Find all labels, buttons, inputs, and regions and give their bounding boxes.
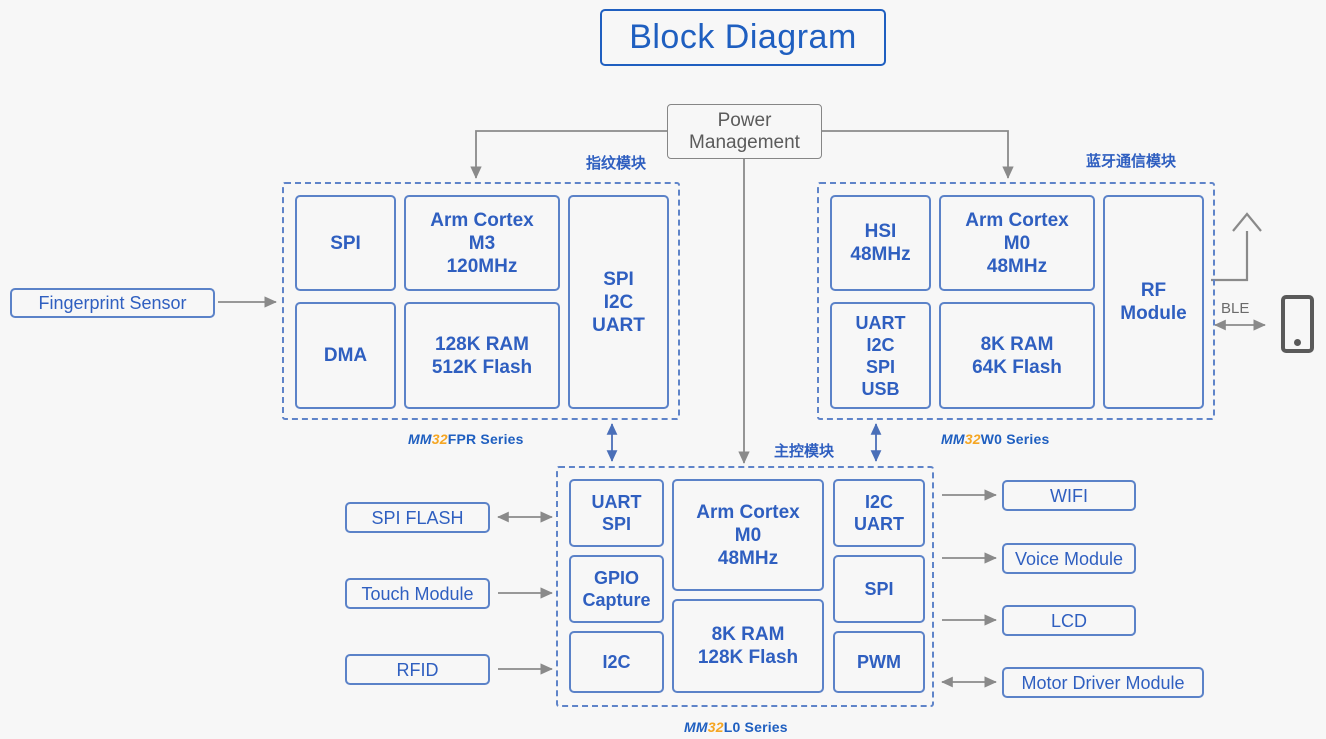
peripheral-label: Touch Module xyxy=(361,583,474,604)
peripheral-label: Fingerprint Sensor xyxy=(38,293,187,313)
peripheral-touch-module[interactable]: Touch Module xyxy=(345,578,490,609)
module-label-fingerprint: 指纹模块 xyxy=(586,155,647,172)
block-line-1: UART xyxy=(855,312,906,333)
block-line-3: SPI xyxy=(865,356,895,377)
block-line-2: 48MHz xyxy=(850,244,911,265)
block-bluetooth-memory[interactable]: 8K RAM 64K Flash xyxy=(939,302,1095,409)
block-line-1: Arm Cortex xyxy=(696,501,800,523)
power-management-line1: Power xyxy=(717,109,772,131)
block-line-1: Arm Cortex xyxy=(430,209,534,231)
module-main: UART SPI GPIO Capture I2C Arm Cortex M0 … xyxy=(556,466,934,707)
block-line-1: 8K RAM xyxy=(980,333,1054,355)
block-line-1: RF xyxy=(1140,280,1167,301)
smartphone-icon xyxy=(1281,295,1314,353)
block-line-1: 8K RAM xyxy=(711,624,785,645)
series-rest: L0 Series xyxy=(723,719,788,735)
series-rest: FPR Series xyxy=(447,431,524,447)
peripheral-voice-module[interactable]: Voice Module xyxy=(1002,543,1136,574)
series-mm: MM xyxy=(941,431,965,447)
peripheral-spi-flash[interactable]: SPI FLASH xyxy=(345,502,490,533)
block-main-i2c[interactable]: I2C xyxy=(569,631,664,693)
block-main-gpio-capture[interactable]: GPIO Capture xyxy=(569,555,664,623)
block-line-2: I2C xyxy=(866,334,895,355)
series-label-bluetooth: MM32W0 Series xyxy=(941,431,1049,447)
block-line-1: 128K RAM xyxy=(435,333,529,355)
block-line-2: UART xyxy=(854,514,904,534)
block-line-1: HSI xyxy=(864,221,897,242)
peripheral-label: Voice Module xyxy=(1014,548,1124,569)
series-num: 32 xyxy=(964,431,981,447)
block-bluetooth-cpu[interactable]: Arm Cortex M0 48MHz xyxy=(939,195,1095,291)
block-label: DMA xyxy=(323,345,368,366)
block-line-1: SPI xyxy=(603,268,634,290)
block-line-2: M3 xyxy=(468,232,496,254)
module-fingerprint: SPI Arm Cortex M3 120MHz SPI I2C UART DM… xyxy=(282,182,680,420)
block-main-i2c-uart[interactable]: I2C UART xyxy=(833,479,925,547)
block-line-3: UART xyxy=(592,314,645,336)
block-main-spi[interactable]: SPI xyxy=(833,555,925,623)
module-bluetooth: HSI 48MHz Arm Cortex M0 48MHz RF Module … xyxy=(817,182,1215,420)
series-num: 32 xyxy=(707,719,724,735)
series-label-fingerprint: MM32FPR Series xyxy=(408,431,524,447)
power-management-line2: Management xyxy=(689,131,800,153)
block-fingerprint-spi[interactable]: SPI xyxy=(295,195,396,291)
block-label: I2C xyxy=(602,652,631,672)
module-label-bluetooth: 蓝牙通信模块 xyxy=(1086,153,1177,170)
peripheral-rfid[interactable]: RFID xyxy=(345,654,490,685)
peripheral-label: Motor Driver Module xyxy=(1021,672,1185,693)
peripheral-label: WIFI xyxy=(1050,485,1088,506)
block-line-2: M0 xyxy=(734,524,762,546)
block-line-3: 120MHz xyxy=(446,255,518,277)
block-line-1: UART xyxy=(591,492,642,512)
block-bluetooth-io[interactable]: UART I2C SPI USB xyxy=(830,302,931,409)
peripheral-motor-driver-module[interactable]: Motor Driver Module xyxy=(1002,667,1204,698)
page-title: Block Diagram xyxy=(600,9,886,66)
block-label: PWM xyxy=(857,652,901,672)
block-line-2: M0 xyxy=(1003,232,1031,254)
block-line-3: 48MHz xyxy=(717,547,779,569)
peripheral-label: RFID xyxy=(396,659,439,680)
block-fingerprint-memory[interactable]: 128K RAM 512K Flash xyxy=(404,302,560,409)
block-main-uart-spi[interactable]: UART SPI xyxy=(569,479,664,547)
block-line-2: 128K Flash xyxy=(697,647,799,668)
peripheral-wifi[interactable]: WIFI xyxy=(1002,480,1136,511)
block-line-2: Capture xyxy=(582,590,651,610)
series-label-main: MM32L0 Series xyxy=(684,719,788,735)
block-fingerprint-cpu[interactable]: Arm Cortex M3 120MHz xyxy=(404,195,560,291)
block-line-4: USB xyxy=(861,378,900,399)
block-line-2: I2C xyxy=(603,291,634,313)
series-rest: W0 Series xyxy=(980,431,1050,447)
power-management-block: Power Management xyxy=(667,104,822,159)
block-line-2: 64K Flash xyxy=(972,356,1062,378)
block-line-3: 48MHz xyxy=(986,255,1048,277)
block-line-1: Arm Cortex xyxy=(965,209,1069,231)
block-line-2: 512K Flash xyxy=(431,356,533,378)
peripheral-lcd[interactable]: LCD xyxy=(1002,605,1136,636)
block-fingerprint-dma[interactable]: DMA xyxy=(295,302,396,409)
ble-link-label: BLE xyxy=(1221,300,1250,317)
block-main-pwm[interactable]: PWM xyxy=(833,631,925,693)
block-main-memory[interactable]: 8K RAM 128K Flash xyxy=(672,599,824,693)
peripheral-label: LCD xyxy=(1050,610,1087,631)
series-mm: MM xyxy=(684,719,708,735)
phone-home-dot xyxy=(1294,339,1301,346)
antenna-icon xyxy=(1211,212,1262,282)
block-label: SPI xyxy=(864,579,894,599)
series-num: 32 xyxy=(431,431,448,447)
block-line-1: I2C xyxy=(864,492,893,512)
peripheral-label: SPI FLASH xyxy=(371,507,464,528)
block-line-1: GPIO xyxy=(593,568,639,588)
block-bluetooth-hsi[interactable]: HSI 48MHz xyxy=(830,195,931,291)
module-label-main: 主控模块 xyxy=(774,443,835,460)
block-fingerprint-io[interactable]: SPI I2C UART xyxy=(568,195,669,409)
block-line-2: Module xyxy=(1120,303,1187,324)
block-bluetooth-rf[interactable]: RF Module xyxy=(1103,195,1204,409)
block-line-2: SPI xyxy=(601,514,631,534)
peripheral-fingerprint-sensor[interactable]: Fingerprint Sensor xyxy=(10,288,215,318)
series-mm: MM xyxy=(408,431,432,447)
block-main-cpu[interactable]: Arm Cortex M0 48MHz xyxy=(672,479,824,591)
block-label: SPI xyxy=(330,232,361,254)
